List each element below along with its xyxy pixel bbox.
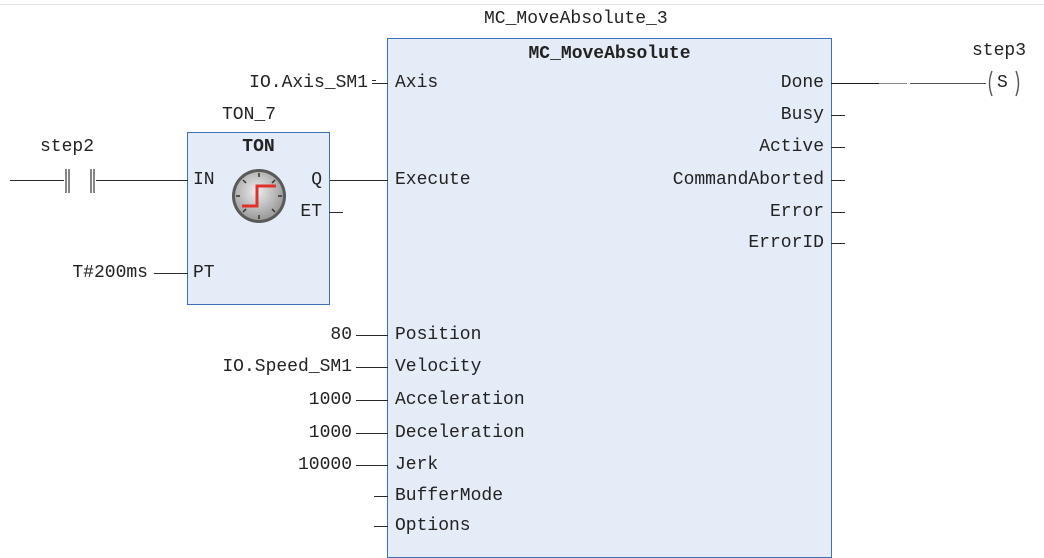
execute-input-wire bbox=[325, 180, 388, 181]
timer-icon bbox=[232, 169, 286, 223]
mc-input-execute[interactable]: Execute bbox=[395, 170, 471, 190]
done-output-wire bbox=[831, 83, 879, 84]
mc-instance-name[interactable]: MC_MoveAbsolute_3 bbox=[484, 9, 668, 29]
mc-output-errorid[interactable]: ErrorID bbox=[748, 233, 824, 253]
jerk-input-wire bbox=[356, 465, 388, 466]
done-output-wire-dashed-1 bbox=[879, 83, 907, 84]
mc-input-options[interactable]: Options bbox=[395, 516, 471, 536]
ton-input-pt[interactable]: PT bbox=[193, 263, 215, 283]
set-coil-icon[interactable] bbox=[984, 68, 1024, 100]
jerk-value[interactable]: 10000 bbox=[297, 455, 352, 475]
mc-output-commandaborted[interactable]: CommandAborted bbox=[672, 170, 824, 190]
velocity-input-wire bbox=[356, 367, 388, 368]
contact-to-ton-wire bbox=[96, 180, 188, 181]
mc-block-type: MC_MoveAbsolute bbox=[528, 44, 691, 64]
deceleration-value[interactable]: 1000 bbox=[308, 423, 352, 443]
mc-input-deceleration[interactable]: Deceleration bbox=[395, 423, 525, 443]
ton-output-q[interactable]: Q bbox=[311, 170, 322, 190]
mc-input-acceleration[interactable]: Acceleration bbox=[395, 390, 525, 410]
editor-top-border bbox=[0, 4, 1044, 5]
commandaborted-output-stub bbox=[831, 180, 845, 181]
pt-value[interactable]: T#200ms bbox=[72, 263, 148, 283]
done-output-wire-dashed-2 bbox=[910, 83, 986, 84]
axis-input-wire bbox=[372, 83, 388, 84]
mc-output-busy[interactable]: Busy bbox=[780, 105, 824, 125]
buffermode-input-stub bbox=[374, 496, 388, 497]
mc-input-position[interactable]: Position bbox=[395, 325, 482, 345]
busy-output-stub bbox=[831, 115, 845, 116]
position-input-wire bbox=[356, 335, 388, 336]
mc-input-jerk[interactable]: Jerk bbox=[395, 455, 439, 475]
contact-variable[interactable]: step2 bbox=[40, 137, 95, 157]
coil-variable[interactable]: step3 bbox=[972, 41, 1027, 61]
error-output-stub bbox=[831, 212, 845, 213]
active-output-stub bbox=[831, 147, 845, 148]
ton-instance-name[interactable]: TON_7 bbox=[222, 105, 277, 125]
position-value[interactable]: 80 bbox=[330, 325, 352, 345]
ton-input-in[interactable]: IN bbox=[193, 170, 215, 190]
mc-input-axis[interactable]: Axis bbox=[395, 73, 439, 93]
mc-input-velocity[interactable]: Velocity bbox=[395, 357, 482, 377]
left-rail-wire bbox=[10, 180, 64, 181]
mc-input-buffermode[interactable]: BufferMode bbox=[395, 486, 504, 506]
velocity-variable[interactable]: IO.Speed_SM1 bbox=[222, 357, 352, 377]
deceleration-input-wire bbox=[356, 433, 388, 434]
acceleration-input-wire bbox=[356, 400, 388, 401]
mc-output-error[interactable]: Error bbox=[769, 202, 824, 222]
axis-reference-arrow bbox=[372, 80, 376, 81]
mc-output-active[interactable]: Active bbox=[759, 137, 824, 157]
options-input-stub bbox=[374, 526, 388, 527]
mc-move-absolute-block[interactable] bbox=[387, 38, 832, 558]
errorid-output-stub bbox=[831, 243, 845, 244]
et-output-stub bbox=[329, 212, 343, 213]
normally-open-contact-icon[interactable] bbox=[60, 166, 100, 196]
acceleration-value[interactable]: 1000 bbox=[308, 390, 352, 410]
pt-input-wire bbox=[154, 273, 188, 274]
mc-output-done[interactable]: Done bbox=[780, 73, 824, 93]
ton-block-type: TON bbox=[242, 137, 275, 157]
axis-variable[interactable]: IO.Axis_SM1 bbox=[249, 73, 368, 93]
ton-output-et[interactable]: ET bbox=[300, 202, 322, 222]
coil-set-symbol: S bbox=[997, 73, 1008, 93]
